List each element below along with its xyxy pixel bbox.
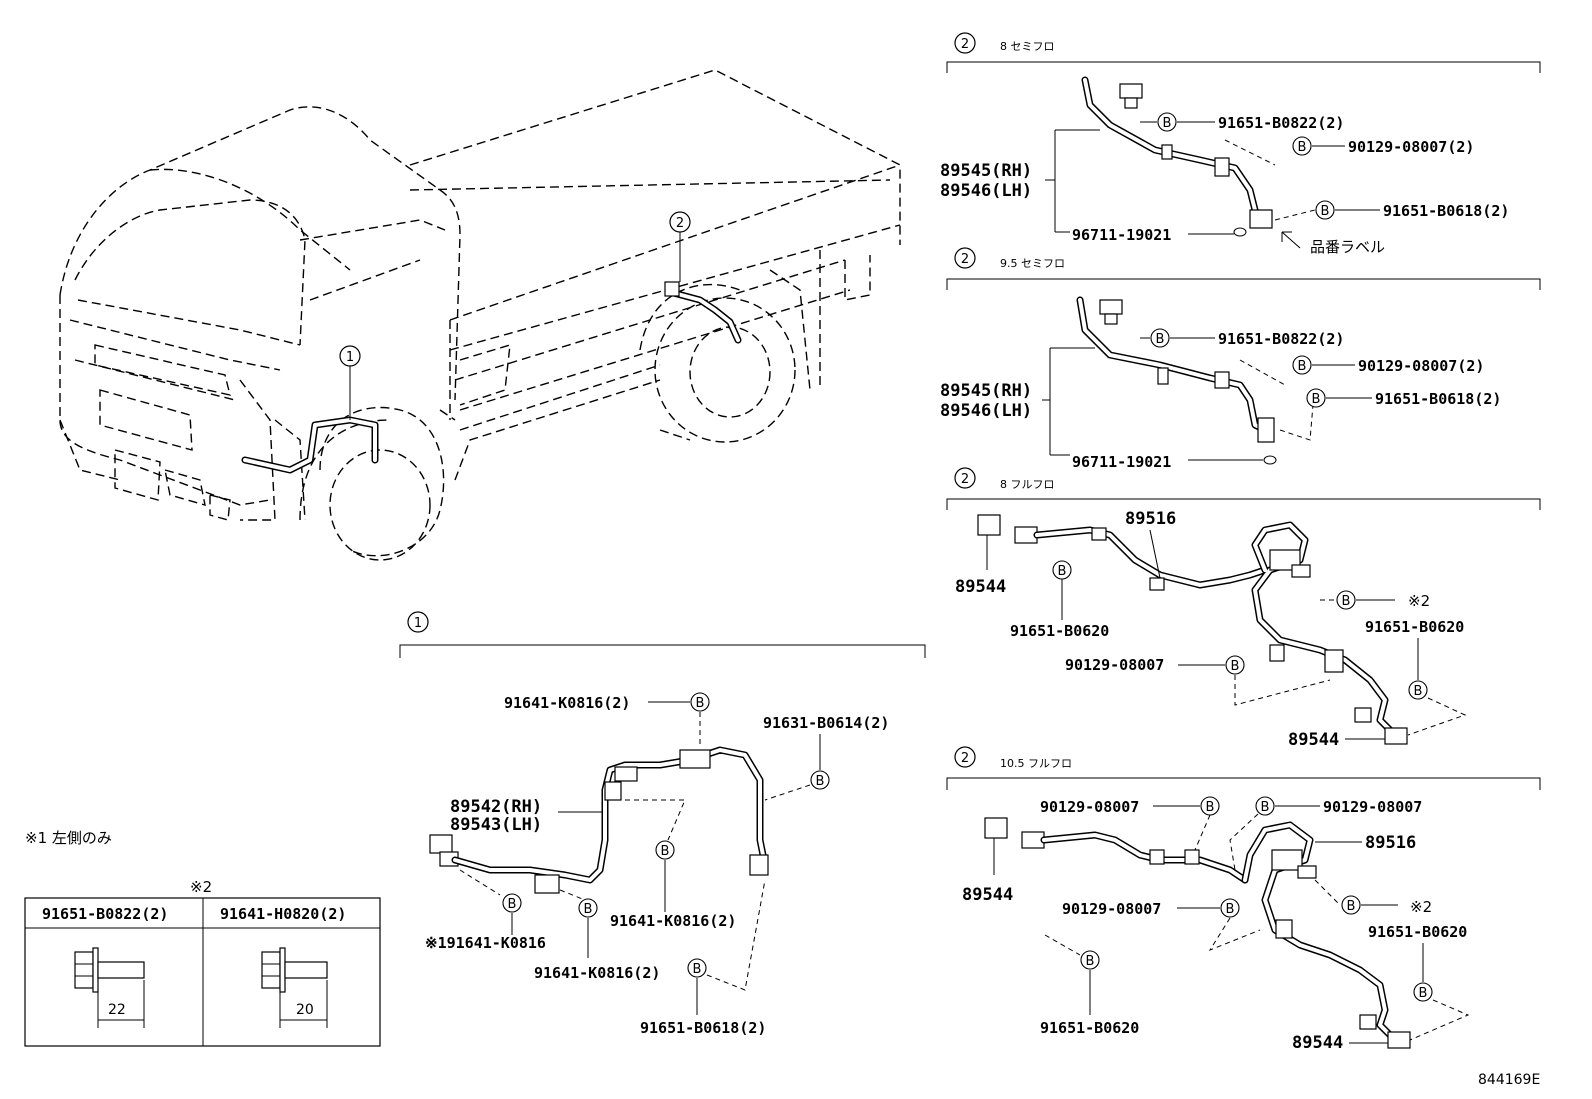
svg-text:※2: ※2 [1408,592,1430,610]
svg-text:1: 1 [414,616,422,631]
svg-text:90129-08007: 90129-08007 [1065,656,1164,674]
svg-text:91651-B0822(2): 91651-B0822(2) [1218,114,1344,132]
callout-2-truck: 2 [669,211,691,233]
bolt-icon-1: 22 [74,947,145,1028]
svg-text:2: 2 [961,472,969,487]
section-2c: 2 8 フルフロ 89516 89544 B 91651-B0620 B ※2 … [946,467,1541,750]
svg-text:B: B [816,774,825,789]
callout-1-truck: 1 [339,345,361,367]
diagram-reference-code: 844169E [1478,1072,1540,1088]
section-2b: 2 9.5 セミフロ B 91651-B0822(2) B 90129-0800… [940,247,1541,471]
svg-text:B: B [1086,954,1095,969]
svg-text:B: B [696,696,705,711]
svg-text:90129-08007: 90129-08007 [1062,900,1161,918]
svg-text:B: B [1163,116,1172,131]
svg-text:B: B [1298,140,1307,155]
section-2a: 2 8 セミフロ B 91651-B0822(2) B 90129-08007(… [940,32,1541,256]
svg-text:B: B [1419,986,1428,1001]
svg-text:B: B [1312,392,1321,407]
svg-text:B: B [1298,359,1307,374]
svg-text:8 フルフロ: 8 フルフロ [1000,478,1055,491]
svg-text:B: B [508,897,517,912]
svg-text:89542(RH): 89542(RH) [450,797,542,817]
svg-text:89546(LH): 89546(LH) [940,181,1032,201]
svg-text:B: B [661,844,670,859]
bolt-icon-2: 20 [261,947,328,1028]
svg-text:B: B [1058,564,1067,579]
svg-text:B: B [584,902,593,917]
svg-text:89544: 89544 [1288,730,1339,750]
svg-text:91651-B0822(2): 91651-B0822(2) [1218,330,1344,348]
notes: ※1 左側のみ ※2 91651-B0822(2) 91641-H0820(2)… [24,829,381,1047]
svg-text:89544: 89544 [1292,1033,1343,1053]
svg-text:2: 2 [676,216,684,231]
svg-text:96711-19021: 96711-19021 [1072,453,1171,471]
svg-text:91651-B0620: 91651-B0620 [1365,618,1464,636]
svg-text:B: B [693,962,702,977]
svg-text:B: B [1226,902,1235,917]
svg-text:89545(RH): 89545(RH) [940,381,1032,401]
svg-text:90129-08007: 90129-08007 [1040,798,1139,816]
rear-harness-on-truck [664,232,742,344]
svg-text:91651-B0618(2): 91651-B0618(2) [1383,202,1509,220]
svg-text:91651-B0822(2): 91651-B0822(2) [42,905,168,923]
svg-text:B: B [1321,204,1330,219]
svg-text:2: 2 [961,37,969,52]
svg-text:90129-08007(2): 90129-08007(2) [1358,357,1484,375]
svg-text:91651-B0620: 91651-B0620 [1010,622,1109,640]
svg-text:B: B [1342,594,1351,609]
section-2d: 2 10.5 フルフロ 89544 90129-08007 B B 90129-… [946,746,1541,1053]
svg-text:91651-B0618(2): 91651-B0618(2) [640,1019,766,1037]
svg-text:B: B [1414,684,1423,699]
svg-text:89546(LH): 89546(LH) [940,401,1032,421]
svg-text:20: 20 [296,1002,314,1018]
section-1: 1 91641-K0816(2) B 91631-B0614(2) B 8954… [399,611,926,1037]
svg-text:89516: 89516 [1125,509,1176,529]
svg-text:91631-B0614(2): 91631-B0614(2) [763,714,889,732]
svg-text:91641-K0816(2): 91641-K0816(2) [534,964,660,982]
svg-text:90129-08007: 90129-08007 [1323,798,1422,816]
svg-text:9.5 セミフロ: 9.5 セミフロ [1000,257,1065,270]
svg-text:90129-08007(2): 90129-08007(2) [1348,138,1474,156]
svg-text:91641-K0816(2): 91641-K0816(2) [610,912,736,930]
svg-text:89544: 89544 [962,885,1013,905]
svg-text:※2: ※2 [1410,898,1432,916]
svg-text:※1 左側のみ: ※1 左側のみ [25,829,112,847]
front-harness-on-truck [241,366,379,474]
svg-text:96711-19021: 96711-19021 [1072,226,1171,244]
svg-text:89543(LH): 89543(LH) [450,815,542,835]
svg-text:※2: ※2 [190,878,212,896]
svg-text:91651-B0618(2): 91651-B0618(2) [1375,390,1501,408]
svg-text:91641-K0816(2): 91641-K0816(2) [504,694,630,712]
svg-text:2: 2 [961,751,969,766]
svg-text:91651-B0620: 91651-B0620 [1368,923,1467,941]
svg-text:B: B [1261,800,1270,815]
svg-text:B: B [1347,899,1356,914]
svg-text:1: 1 [346,350,354,365]
svg-text:91651-B0620: 91651-B0620 [1040,1019,1139,1037]
svg-text:B: B [1231,659,1240,674]
svg-text:10.5 フルフロ: 10.5 フルフロ [1000,757,1072,770]
svg-text:B: B [1206,800,1215,815]
svg-text:B: B [1156,332,1165,347]
svg-text:91641-H0820(2): 91641-H0820(2) [220,905,346,923]
svg-text:22: 22 [108,1002,126,1018]
svg-text:8 セミフロ: 8 セミフロ [1000,40,1055,53]
svg-text:2: 2 [961,252,969,267]
svg-text:品番ラベル: 品番ラベル [1310,238,1385,256]
truck-illustration [59,69,901,561]
svg-text:89545(RH): 89545(RH) [940,161,1032,181]
svg-text:89516: 89516 [1365,833,1416,853]
svg-text:※191641-K0816: ※191641-K0816 [425,934,546,952]
svg-text:89544: 89544 [955,577,1006,597]
